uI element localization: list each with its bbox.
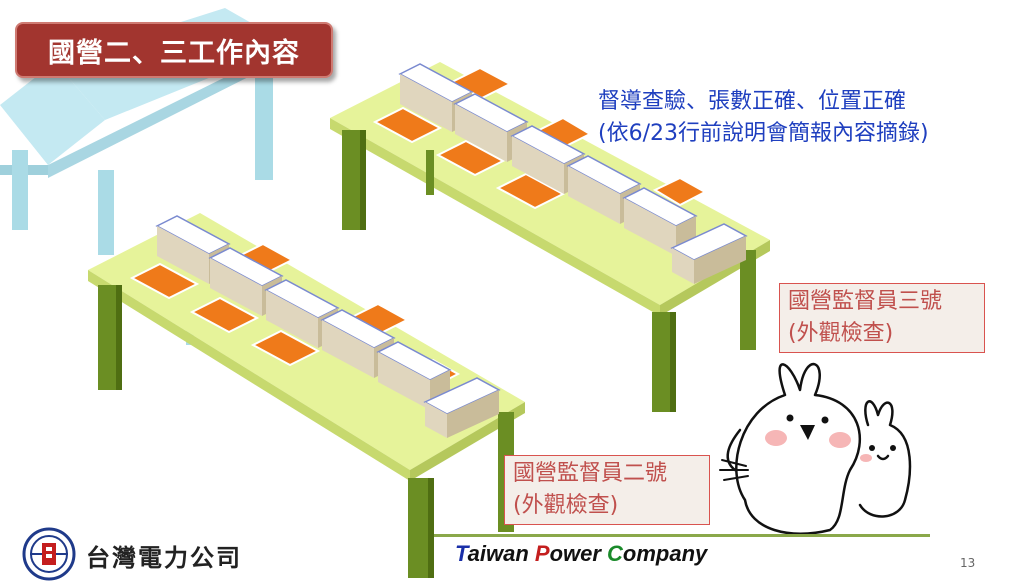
brand-letter-t: T — [455, 541, 468, 566]
front-table-boxes — [155, 215, 501, 438]
brand-word-aiwan: aiwan — [467, 541, 535, 566]
right-table-boxes — [398, 63, 748, 284]
brand-letter-p: P — [534, 541, 550, 566]
inspector-two-subtitle: (外觀檢查) — [513, 493, 619, 518]
inspector-two-title: 國營監督員二號 — [513, 461, 668, 486]
brand-letter-c: C — [607, 541, 623, 566]
page-number: 13 — [960, 556, 976, 570]
company-name: 台灣電力公司 — [86, 543, 242, 572]
slide-title: 國營二、三工作內容 — [15, 22, 333, 78]
instruction-note-line1: 督導查驗、張數正確、位置正確 — [598, 89, 907, 114]
inspector-two-label: 國營監督員二號 (外觀檢查) — [504, 455, 710, 525]
inspector-three-title: 國營監督員三號 — [788, 289, 943, 314]
inspector-three-subtitle: (外觀檢查) — [788, 321, 894, 346]
brand-word-ower: ower — [549, 541, 608, 566]
footer-divider — [434, 534, 930, 537]
taipower-logo-icon — [22, 527, 76, 581]
instruction-note-line2: (依6/23行前說明會簡報內容摘錄) — [598, 121, 929, 146]
brand-word-ompany: ompany — [622, 541, 708, 566]
rabbit-mascots — [719, 362, 912, 535]
inspector-three-label: 國營監督員三號 (外觀檢查) — [779, 283, 985, 353]
slide-title-text: 國營二、三工作內容 — [48, 37, 300, 69]
taiwan-power-company-brand: Taiwan Power Company — [455, 541, 707, 567]
